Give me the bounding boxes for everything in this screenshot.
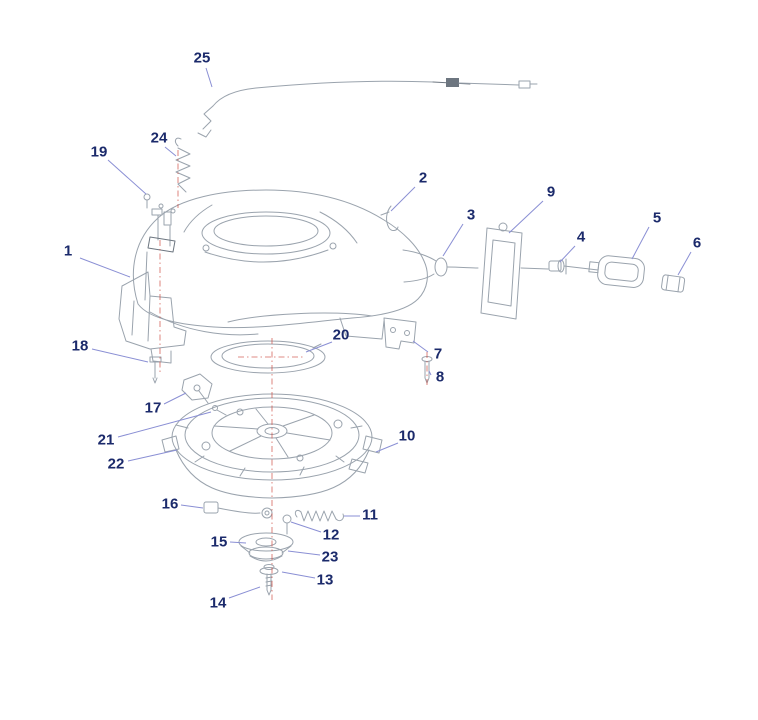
part-callout-25[interactable]: 25 [193, 49, 211, 67]
part-callout-20[interactable]: 20 [332, 326, 350, 344]
leader-lines [79, 67, 692, 599]
part-callout-19[interactable]: 19 [90, 143, 108, 161]
leader-line-20 [305, 341, 333, 353]
part-callout-8[interactable]: 8 [435, 368, 445, 386]
leader-line-24 [164, 146, 177, 157]
part-callout-2[interactable]: 2 [418, 169, 428, 187]
part-callout-4[interactable]: 4 [576, 228, 586, 246]
leader-line-12 [290, 521, 322, 533]
part-callout-5[interactable]: 5 [652, 209, 662, 227]
leader-line-22 [127, 449, 178, 462]
screw-12-art [282, 514, 292, 535]
part-callout-12[interactable]: 12 [322, 526, 340, 544]
part-callout-1[interactable]: 1 [63, 242, 73, 260]
leader-line-10 [375, 442, 399, 453]
friction-ring-art [210, 340, 326, 374]
line-art [118, 78, 686, 596]
part-callout-22[interactable]: 22 [107, 455, 125, 473]
throttle-cable-art [197, 78, 538, 138]
pawl-art [181, 373, 213, 404]
leader-line-7 [412, 340, 429, 353]
leader-line-25 [205, 67, 213, 88]
part-callout-7[interactable]: 7 [433, 345, 443, 363]
part-callout-6[interactable]: 6 [692, 234, 702, 252]
leader-line-4 [559, 245, 576, 263]
starter-cable-art [402, 222, 599, 320]
part-callout-11[interactable]: 11 [362, 506, 378, 524]
part-callout-18[interactable]: 18 [71, 337, 89, 355]
leader-line-15 [229, 541, 247, 544]
leader-line-16 [180, 504, 204, 509]
leader-line-2 [390, 186, 416, 212]
leader-line-5 [631, 226, 650, 260]
part-callout-15[interactable]: 15 [210, 533, 228, 551]
lower-bracket-art [383, 317, 417, 350]
leader-line-17 [163, 392, 187, 405]
part-callout-24[interactable]: 24 [150, 129, 168, 147]
part-callout-21[interactable]: 21 [97, 431, 115, 449]
leader-line-21 [117, 411, 212, 438]
control-linkage-art [143, 193, 176, 253]
leader-line-14 [228, 586, 261, 599]
leader-line-8 [428, 370, 432, 376]
center-bolt-art [259, 564, 279, 596]
return-spring-art [174, 137, 191, 193]
part-callout-10[interactable]: 10 [398, 427, 416, 445]
blower-housing-art [132, 189, 428, 340]
tension-spring-art [294, 509, 344, 522]
part-callout-17[interactable]: 17 [144, 399, 162, 417]
leader-line-19 [107, 159, 147, 195]
leader-line-18 [91, 348, 149, 363]
part-callout-13[interactable]: 13 [316, 571, 334, 589]
cable-anchor-art [203, 501, 273, 519]
housing-clip-art [380, 205, 399, 231]
screw-18-art [149, 356, 162, 384]
leader-line-1 [79, 257, 131, 278]
centerlines-art [159, 150, 428, 600]
leader-line-3 [442, 223, 464, 257]
leader-line-9 [508, 200, 544, 234]
leader-line-6 [677, 251, 692, 276]
part-callout-16[interactable]: 16 [161, 495, 179, 513]
part-callout-14[interactable]: 14 [209, 594, 227, 612]
starter-handle-art [588, 255, 645, 288]
mounting-bracket-art [118, 271, 187, 364]
part-callout-23[interactable]: 23 [321, 548, 339, 566]
leader-line-23 [287, 550, 321, 556]
handle-insert-art [661, 274, 686, 293]
part-callout-3[interactable]: 3 [466, 206, 476, 224]
starter-cup-art [238, 532, 294, 562]
leader-line-13 [281, 571, 316, 579]
part-callout-9[interactable]: 9 [546, 183, 556, 201]
